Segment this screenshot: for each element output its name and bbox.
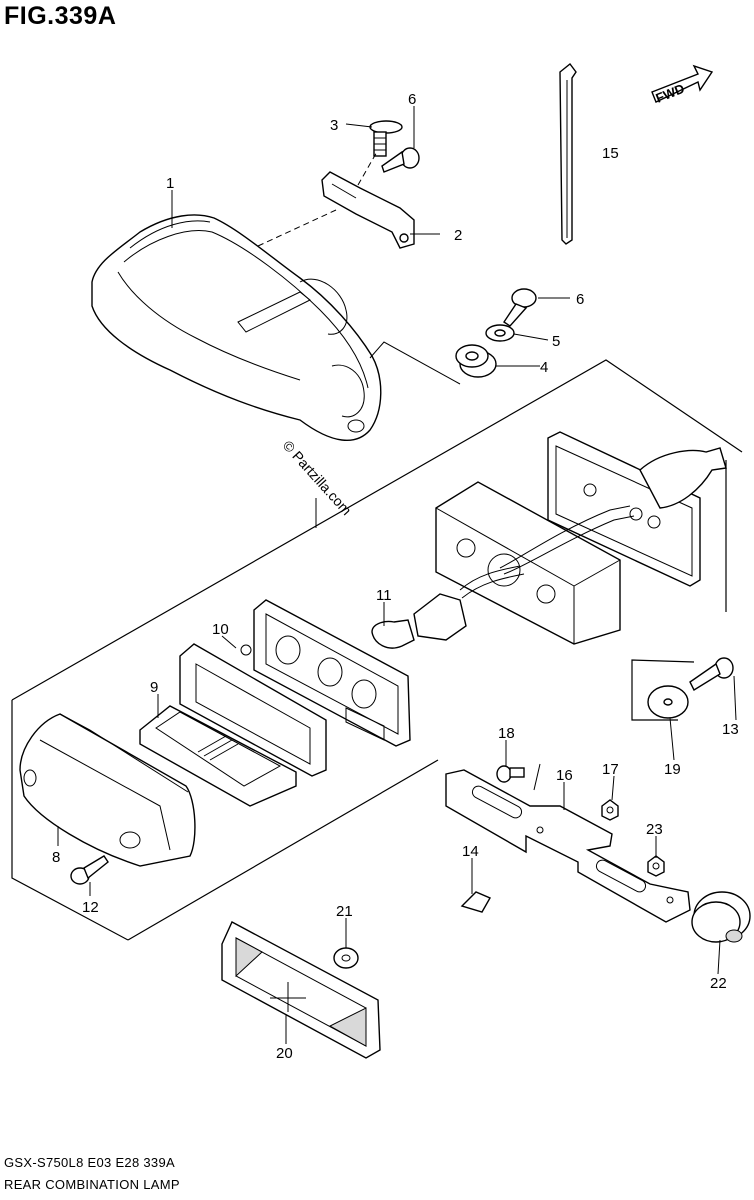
fwd-label: FWD [654,81,687,106]
part-6-screw-top [381,147,420,173]
part-11-bulb [371,565,525,649]
part-19-washer [647,685,689,719]
part-18-screw [496,765,525,783]
part-5-washer [485,324,515,342]
part-21-nut [333,947,359,969]
callout-10: 10 [212,621,229,638]
part-20-rear-reflector [221,921,381,1059]
part-2-bracket [321,171,415,249]
fwd-arrow-icon: FWD [651,64,714,106]
part-22-side-reflector [691,891,751,943]
callout-15: 15 [602,145,619,162]
watermark-text: © Partzilla.com [280,437,355,518]
part-socket-assembly [435,431,727,645]
part-15-cable-tie [559,63,577,245]
callout-21: 21 [336,903,353,920]
model-caption: GSX-S750L8 E03 E28 339A [4,1155,175,1170]
part-4-grommet [455,344,497,378]
callout-13: 13 [722,721,739,738]
part-16-license-bracket [445,769,691,923]
callout-11: 11 [376,587,392,604]
part-12-screw [70,855,109,885]
callout-17: 17 [602,761,619,778]
part-14-clip [460,891,491,913]
callout-6b: 6 [576,291,584,308]
callout-4: 4 [540,359,548,376]
callout-8: 8 [52,849,60,866]
part-17-nut [601,799,619,821]
callout-16: 16 [556,767,573,784]
part-gasket [179,643,327,777]
callout-5: 5 [552,333,560,350]
callout-14: 14 [462,843,479,860]
part-3-bolt [369,120,403,157]
part-10-lamp-frame [240,599,411,747]
callout-18: 18 [498,725,515,742]
callout-9: 9 [150,679,158,696]
part-8-lens [19,713,196,867]
figure-title: FIG.339A [4,2,117,30]
callout-1: 1 [166,175,174,192]
assembly-name-caption: REAR COMBINATION LAMP [4,1177,180,1192]
part-23-nut [647,855,665,877]
part-9-reflector [139,705,297,807]
callout-23: 23 [646,821,663,838]
callout-22: 22 [710,975,727,992]
part-1-tail-lamp-housing [91,214,382,442]
callout-3: 3 [330,117,338,134]
callout-20: 20 [276,1045,293,1062]
part-13-bolt [689,657,734,691]
part-6-screw-mid [503,288,537,327]
callout-12: 12 [82,899,99,916]
callout-19: 19 [664,761,681,778]
callout-6a: 6 [408,91,416,108]
callout-2: 2 [454,227,462,244]
